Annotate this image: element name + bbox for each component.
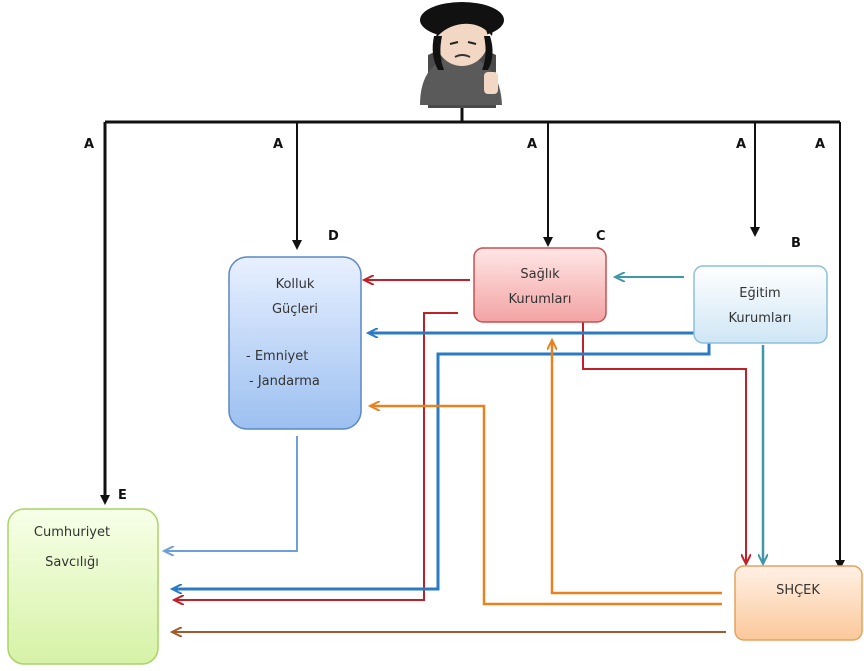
node-shcek-line-1: SHÇEK: [776, 583, 820, 598]
letter-a-1: A: [84, 137, 94, 152]
flow-arrows: [166, 277, 763, 632]
arrow-shcek-to-saglik: [552, 342, 722, 595]
node-egitim: Eğitim Kurumları: [693, 265, 828, 344]
node-kolluk: Kolluk Güçleri - Emniyet - Jandarma: [228, 256, 362, 430]
arrows-a-group: [100, 108, 845, 570]
letter-b: B: [791, 236, 801, 251]
person-icon: [420, 2, 504, 108]
node-cumhuriyet-line-2: Savcılığı: [45, 555, 99, 570]
node-cumhuriyet: Cumhuriyet Savcılığı: [7, 508, 159, 665]
arrow-saglik-to-shcek: [582, 322, 746, 562]
letter-c: C: [596, 229, 606, 244]
node-egitim-line-1: Eğitim: [739, 286, 780, 301]
node-saglik-line-1: Sağlık: [520, 267, 560, 282]
letter-d: D: [328, 229, 339, 244]
node-kolluk-line-2: Güçleri: [272, 302, 318, 317]
node-shcek: SHÇEK: [734, 565, 863, 641]
node-kolluk-line-1: Kolluk: [276, 277, 315, 292]
arrow-saglik-to-cumhuriyet: [176, 312, 458, 600]
letter-a-2: A: [273, 137, 283, 152]
arrow-shcek-to-kolluk: [372, 406, 722, 606]
letter-a-4: A: [736, 137, 746, 152]
node-kolluk-line-5: - Jandarma: [249, 374, 320, 389]
node-cumhuriyet-line-1: Cumhuriyet: [34, 525, 110, 540]
letter-e: E: [118, 488, 127, 503]
arrow-kolluk-to-cumhuriyet: [166, 436, 298, 551]
letter-a-3: A: [527, 137, 537, 152]
letter-a-5: A: [815, 137, 825, 152]
arrow-egitim-to-cumhuriyet: [174, 342, 711, 589]
node-egitim-line-2: Kurumları: [729, 311, 792, 326]
node-kolluk-line-4: - Emniyet: [246, 349, 308, 364]
node-saglik: Sağlık Kurumları: [473, 247, 607, 323]
node-saglik-line-2: Kurumları: [509, 292, 572, 307]
